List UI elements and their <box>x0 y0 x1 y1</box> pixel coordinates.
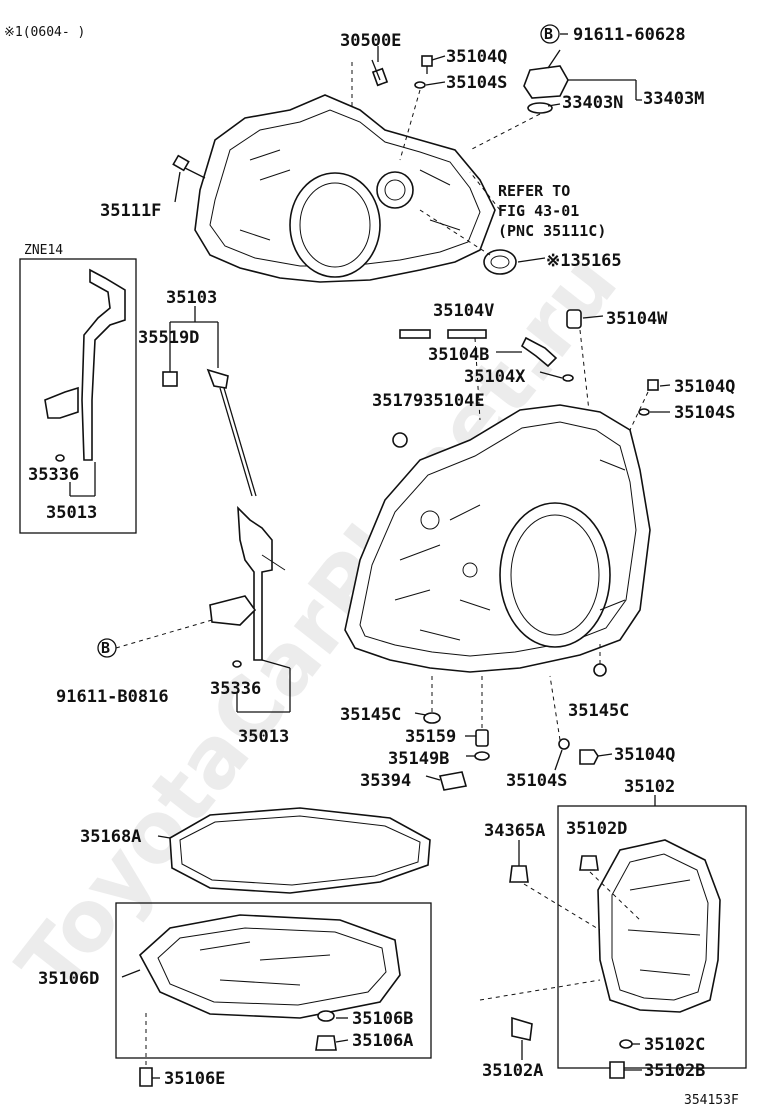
oring-35104S-mid <box>638 408 650 416</box>
label-35104V: 35104V <box>433 301 494 321</box>
union-35104B <box>520 336 558 368</box>
svg-text:B: B <box>101 639 110 657</box>
label-33403N: 33403N <box>562 93 623 113</box>
transaxle-case <box>344 404 651 673</box>
zne14-label: ZNE14 <box>24 243 63 258</box>
bolt-34365A <box>509 865 529 883</box>
label-91611-60628: 91611-60628 <box>573 25 686 45</box>
oil-level-gauge-guide-box <box>44 268 126 461</box>
label-35336-box: 35336 <box>28 465 79 485</box>
label-34365A: 34365A <box>484 821 545 841</box>
figure-code: 354153F <box>684 1093 739 1108</box>
refer-line3: (PNC 35111C) <box>498 222 606 240</box>
pipe-35104W <box>566 309 582 329</box>
label-35165: ※135165 <box>546 251 622 271</box>
zne14-box <box>19 258 137 534</box>
magnet-35394 <box>438 771 468 791</box>
plug-35102D <box>579 855 599 871</box>
label-35106A: 35106A <box>352 1031 413 1051</box>
oring-35336-box <box>55 454 65 462</box>
label-35168A: 35168A <box>80 827 141 847</box>
oring-35104X <box>562 374 574 382</box>
label-35394: 35394 <box>360 771 411 791</box>
oring-35104S-low <box>558 738 570 750</box>
label-35104B: 35104B <box>428 345 489 365</box>
label-35104Q-low: 35104Q <box>614 745 675 765</box>
label-35106B: 35106B <box>352 1009 413 1029</box>
pipe-35104V-b <box>447 329 487 339</box>
oring-35104S-top <box>414 81 426 89</box>
oil-pan-35106D <box>138 914 401 1019</box>
bolt-35104Q-top <box>421 55 433 74</box>
oring-35336 <box>232 660 242 668</box>
label-35159: 35159 <box>405 727 456 747</box>
refer-line2: FIG 43-01 <box>498 202 579 220</box>
bolt-35104Q-low <box>579 749 599 765</box>
label-35106E: 35106E <box>164 1069 225 1089</box>
label-35102: 35102 <box>624 777 675 797</box>
label-35104S-top: 35104S <box>446 73 507 93</box>
label-91611-B0816: 91611-B0816 <box>56 687 169 707</box>
label-30500E: 30500E <box>340 31 401 51</box>
speed-sensor-33403M <box>523 65 569 114</box>
oil-pan-gasket <box>169 807 431 894</box>
label-35519D: 35519D <box>138 328 199 348</box>
label-35102D: 35102D <box>566 819 627 839</box>
gasket-35149B <box>474 751 490 761</box>
label-35145C-left: 35145C <box>340 705 401 725</box>
bolt-35111F <box>172 154 206 179</box>
oil-level-gauge-guide <box>209 505 286 661</box>
label-35013: 35013 <box>238 727 289 747</box>
label-35102C: 35102C <box>644 1035 705 1055</box>
label-35104X: 35104X <box>464 367 526 387</box>
bolt-35102B <box>609 1061 625 1079</box>
label-33403M: 33403M <box>643 89 704 109</box>
magnet-35106B <box>317 1010 335 1022</box>
label-35149B: 35149B <box>388 749 449 769</box>
label-35145C-right: 35145C <box>568 701 629 721</box>
label-35104S-low: 35104S <box>506 771 567 791</box>
refer-line1: REFER TO <box>498 182 570 200</box>
label-35102A: 35102A <box>482 1061 543 1081</box>
pipe-35104V-a <box>399 329 431 339</box>
callout-b-top <box>540 24 560 44</box>
label-35104W: 35104W <box>606 309 668 329</box>
label-35336: 35336 <box>210 679 261 699</box>
svg-text:B: B <box>544 25 553 43</box>
plug-35145C-left <box>423 712 441 724</box>
bolt-35102A <box>511 1016 533 1041</box>
header-note: ※1(0604- ) <box>4 25 85 40</box>
pipe-35159 <box>475 729 489 747</box>
label-35102B: 35102B <box>644 1061 705 1081</box>
oring-35102C <box>619 1039 633 1049</box>
bolt-35104Q-mid <box>647 379 659 391</box>
plug-35145C-right <box>593 663 607 677</box>
dipstick-35103 <box>162 368 257 497</box>
label-35103: 35103 <box>166 288 217 308</box>
callout-b-left <box>97 638 117 658</box>
bolt-35106A <box>315 1035 337 1051</box>
transaxle-housing <box>194 94 496 283</box>
plug-35179 <box>392 432 408 448</box>
label-35106D: 35106D <box>38 969 99 989</box>
label-35104Q-top: 35104Q <box>446 47 507 67</box>
oil-pan-box <box>115 902 432 1059</box>
label-35111F: 35111F <box>100 201 161 221</box>
label-35104Q-mid: 35104Q <box>674 377 735 397</box>
label-35179-35104E: 3517935104E <box>372 391 485 411</box>
bolt-35106E <box>139 1067 153 1087</box>
label-35013-box: 35013 <box>46 503 97 523</box>
cover-35102-box <box>557 805 747 1069</box>
bolt-30500E <box>371 59 389 87</box>
oil-seal-35165 <box>483 249 517 275</box>
label-35104S-mid: 35104S <box>674 403 735 423</box>
cover-35102 <box>597 839 721 1013</box>
